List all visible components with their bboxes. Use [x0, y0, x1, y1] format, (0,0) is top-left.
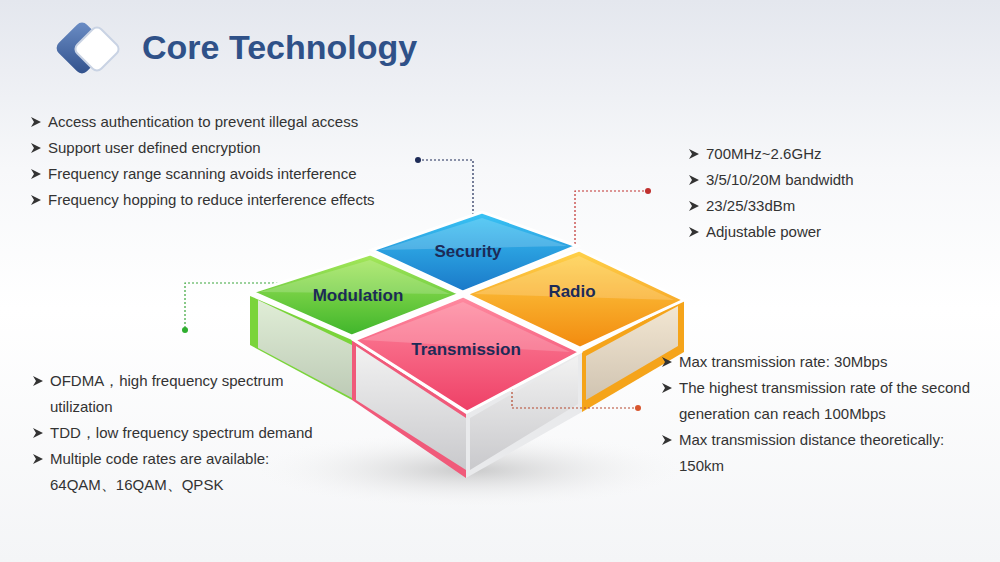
tile-label: Radio: [548, 282, 595, 302]
bullet-text: 700MHz~2.6GHz: [706, 141, 956, 167]
bullet-arrow: [661, 434, 673, 446]
bullet-text: Frequency hopping to reduce interference…: [48, 187, 468, 213]
title: Core Technology: [142, 28, 417, 67]
bullet-arrow: [32, 427, 44, 439]
bullet-arrow: [688, 148, 700, 160]
tile-label: Security: [434, 242, 501, 262]
bullet-arrow: [688, 200, 700, 212]
bullet-arrow: [30, 168, 42, 180]
bullet-text: Access authentication to prevent illegal…: [48, 109, 468, 135]
bullet-arrow: [30, 116, 42, 128]
bullet-text: Max transmission distance theoretically:…: [679, 427, 971, 479]
bullet-arrow: [661, 356, 673, 368]
bullet-arrow: [30, 142, 42, 154]
bullet-arrow: [30, 194, 42, 206]
tile-label: Transmission: [411, 340, 521, 360]
bullet-arrow: [661, 382, 673, 394]
bullet-text: Max transmission rate: 30Mbps: [679, 349, 971, 375]
bullet-arrow: [32, 375, 44, 387]
bullet-text: TDD，low frequency spectrum demand: [50, 420, 338, 446]
bullet-text: Frequency range scanning avoids interfer…: [48, 161, 468, 187]
bullet-text: Adjustable power: [706, 219, 956, 245]
title-icon: [54, 20, 121, 77]
bullet-arrow: [688, 174, 700, 186]
bullet-text: Support user defined encryption: [48, 135, 468, 161]
bullet-arrow: [32, 453, 44, 465]
bullet-text: 23/25/33dBm: [706, 193, 956, 219]
bullet-text: The highest transmission rate of the sec…: [679, 375, 971, 427]
bullet-text: OFDMA，high frequency spectrum utilizatio…: [50, 368, 338, 420]
bullet-text: 3/5/10/20M bandwidth: [706, 167, 956, 193]
tile: Transmission: [354, 296, 580, 412]
tile-label: Modulation: [313, 286, 404, 306]
bullet-text: Multiple code rates are available: 64QAM…: [50, 446, 338, 498]
bullet-arrow: [688, 226, 700, 238]
